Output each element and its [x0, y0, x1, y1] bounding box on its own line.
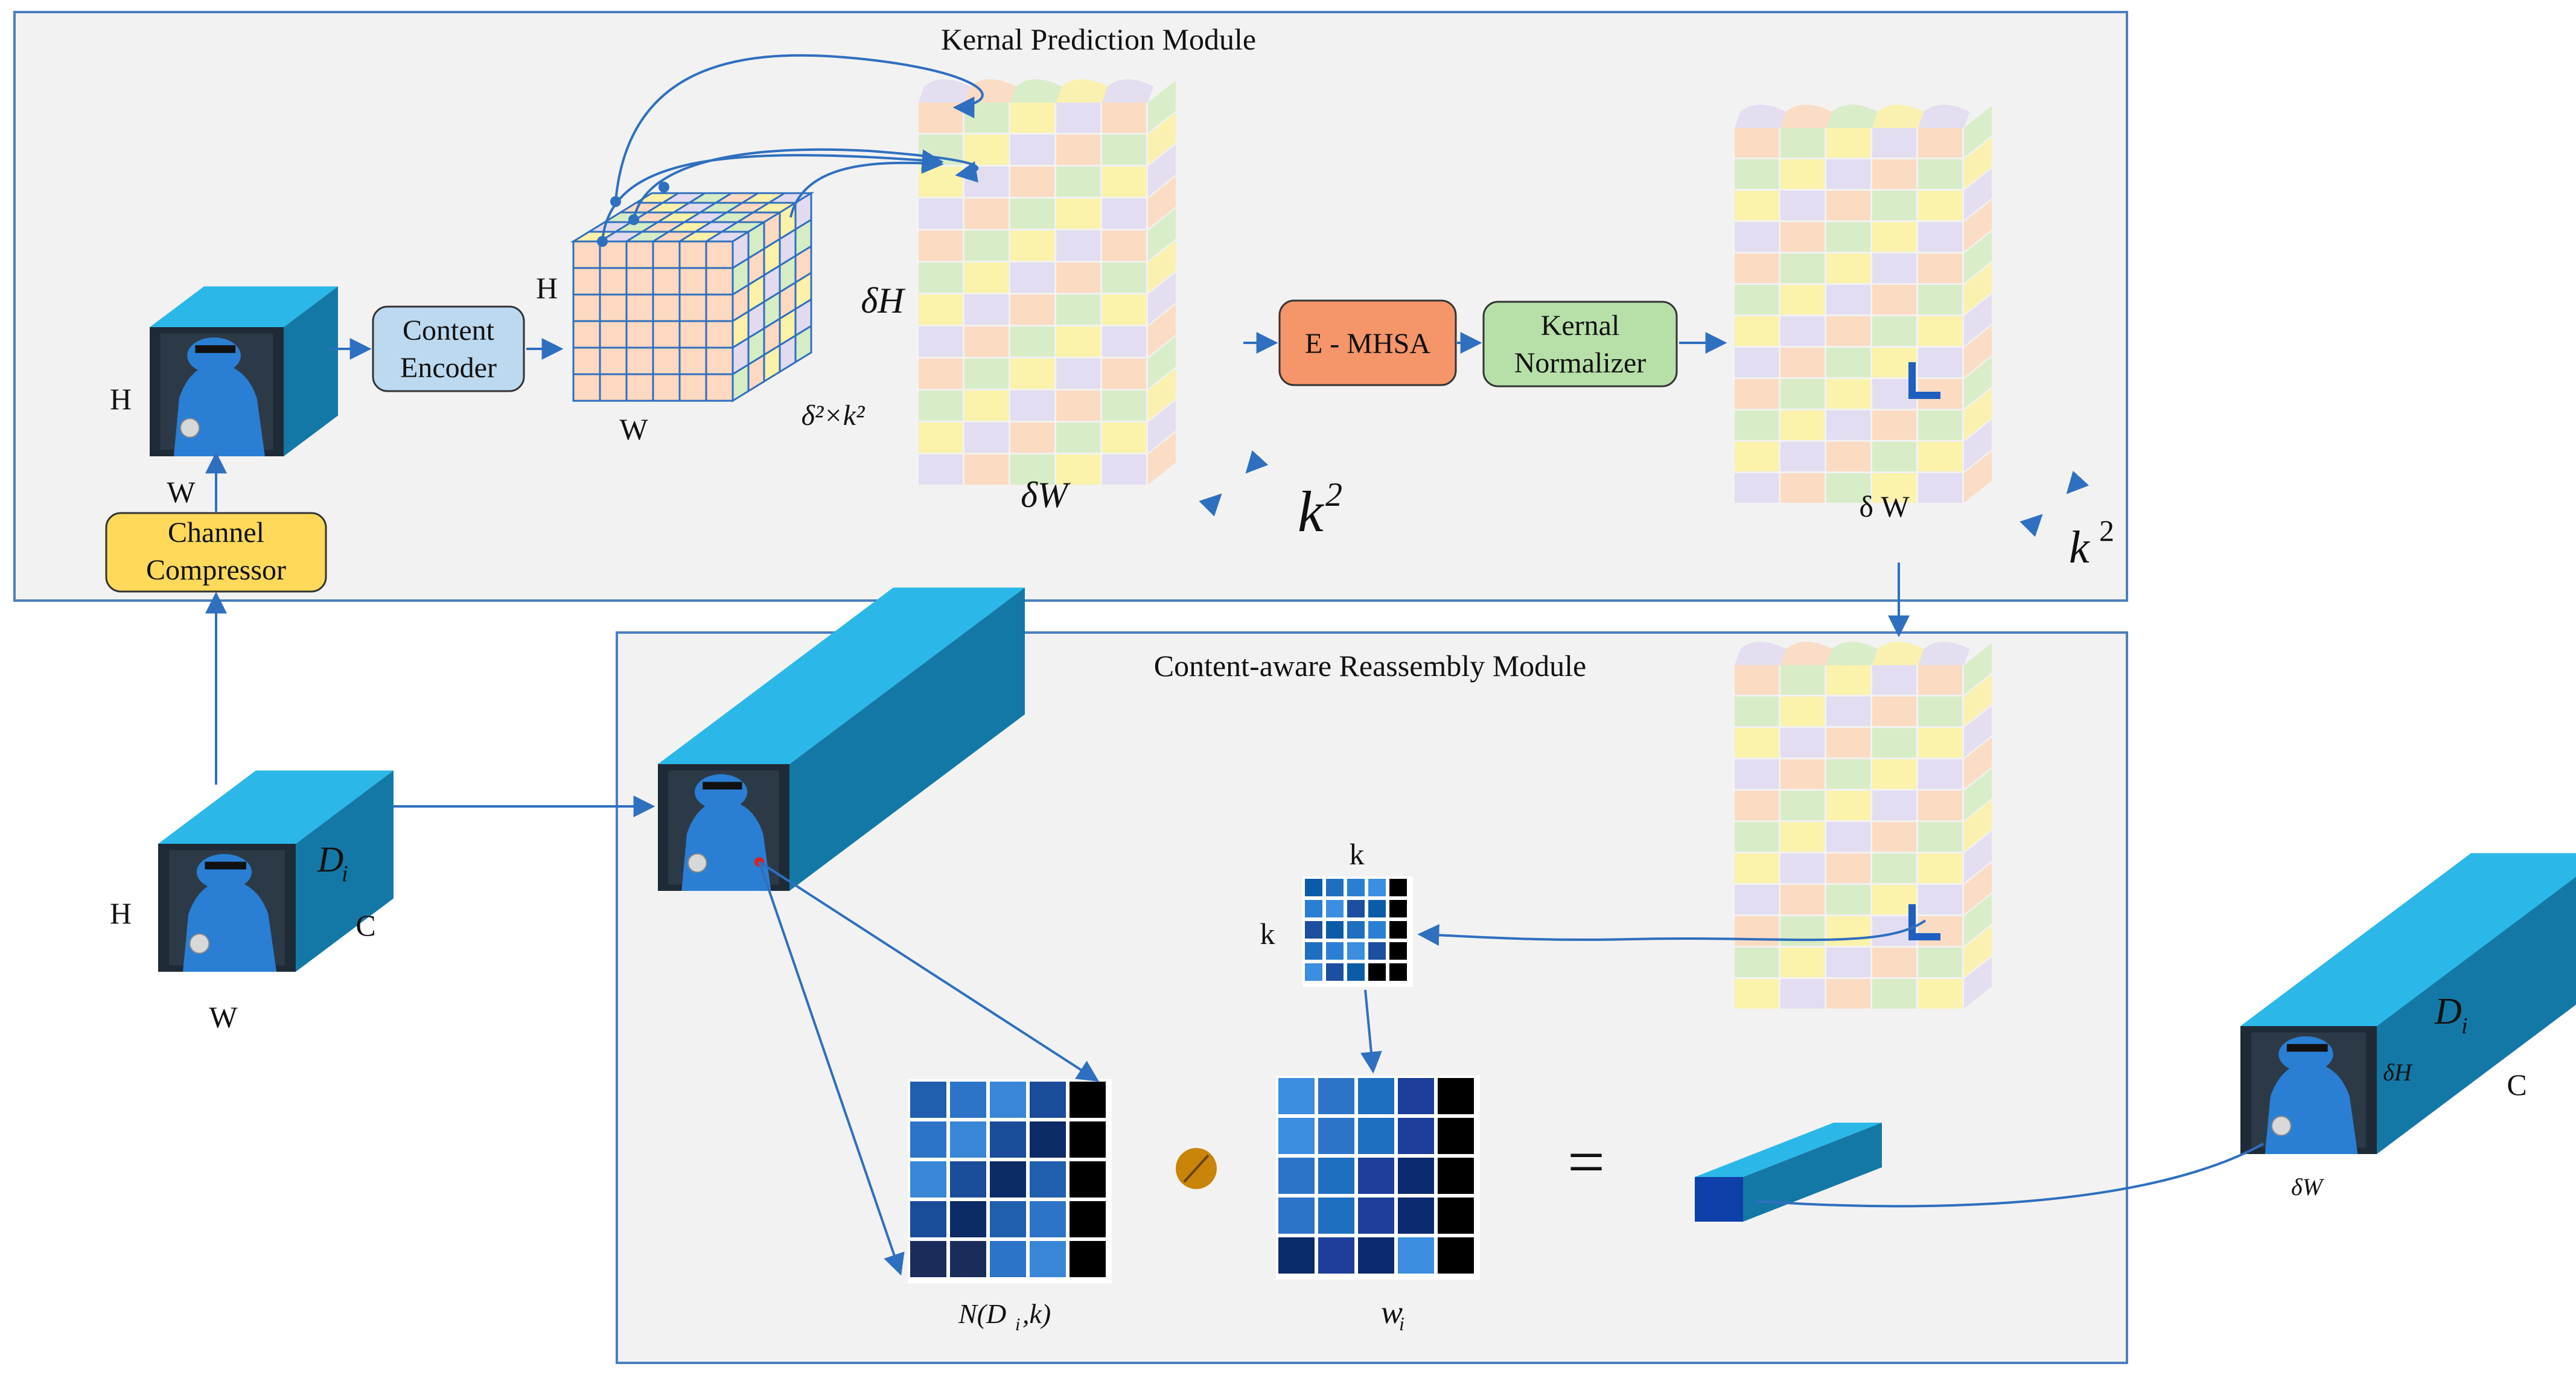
svg-text:i: i: [1399, 1313, 1404, 1335]
compressed-feature-cube-photo: [150, 327, 284, 456]
equals-sign: =: [1567, 1125, 1605, 1199]
encoded-grid-cube: [570, 191, 815, 403]
label-deltaH-output: δH: [2383, 1059, 2413, 1086]
label-deltaH: δH: [861, 281, 906, 321]
svg-text:i: i: [2461, 1013, 2468, 1039]
svg-text:N(D: N(D: [958, 1298, 1006, 1329]
svg-text:,k): ,k): [1022, 1298, 1051, 1329]
small-kernel-matrix: [1302, 876, 1413, 987]
kernel-normalizer-line2: Normalizer: [1514, 347, 1647, 379]
label-H-encoded: H: [536, 271, 558, 305]
predicted-kernel-map: [919, 79, 1176, 485]
label-H-input: H: [110, 896, 132, 930]
kernel-prediction-title: Kernal Prediction Module: [941, 22, 1256, 56]
label-C-output: C: [2507, 1068, 2527, 1102]
reassembly-title: Content-aware Reassembly Module: [1154, 649, 1586, 683]
label-kernel-depth: δ²×k²: [802, 400, 866, 432]
output-feature-cube-photo: [2240, 1026, 2377, 1154]
multiply-operator-icon: [1176, 1148, 1217, 1189]
label-weights: w i: [1381, 1294, 1404, 1335]
label-deltaW: δW: [1021, 475, 1071, 515]
svg-text:D: D: [317, 840, 343, 879]
content-encoder-line1: Content: [403, 314, 495, 346]
channel-compressor-line1: Channel: [168, 517, 264, 549]
kernel-normalizer-line1: Kernal: [1541, 310, 1620, 342]
svg-text:w: w: [1381, 1294, 1403, 1330]
emhsa-block: E - MHSA: [1278, 299, 1457, 386]
label-W-compressed: W: [167, 475, 196, 509]
svg-text:2: 2: [1325, 476, 1342, 514]
svg-text:D: D: [2434, 991, 2462, 1032]
content-encoder-line2: Encoder: [400, 352, 497, 384]
channel-compressor-block: Channel Compressor: [105, 512, 327, 593]
svg-text:k: k: [1298, 479, 1325, 544]
label-neighborhood: N(D i ,k): [958, 1298, 1051, 1335]
output-feature-column: [1695, 1123, 1882, 1222]
kernel-selection-mark-lower: [1908, 904, 1940, 940]
reassembly-input-cube-photo: [658, 764, 789, 891]
label-Di-output: D i: [2434, 991, 2468, 1039]
label-k2-normalized: k 2: [2069, 514, 2114, 573]
svg-text:k: k: [2069, 522, 2090, 573]
label-H-compressed: H: [110, 382, 132, 416]
label-k-left: k: [1260, 917, 1275, 951]
neighborhood-matrix: [908, 1079, 1112, 1283]
label-deltaW-normalized: δ W: [1859, 490, 1910, 523]
label-C-input: C: [355, 908, 375, 942]
weight-matrix: [1276, 1076, 1480, 1280]
label-k2-predicted: k 2: [1298, 476, 1342, 544]
label-deltaW-output: δW: [2291, 1173, 2325, 1201]
input-feature-cube-photo: [158, 844, 296, 972]
svg-text:i: i: [342, 861, 348, 887]
reassembly-kernel-map: [1735, 642, 1992, 1009]
channel-compressor-line2: Compressor: [146, 554, 286, 586]
normalized-kernel-map: [1735, 104, 1992, 503]
connection-arrows: [205, 54, 2264, 1276]
label-Di-input: D i: [317, 840, 348, 887]
label-k-top: k: [1350, 837, 1365, 871]
label-W-encoded: W: [619, 412, 648, 446]
output-feature-cube: [2240, 853, 2576, 1154]
svg-text:i: i: [1015, 1315, 1020, 1335]
cube-dots: [597, 182, 669, 247]
reassembly-input-cube: [658, 587, 1025, 891]
kernel-selection-mark: [1908, 362, 1940, 399]
kernel-normalizer-block: Kernal Normalizer: [1482, 301, 1678, 388]
emhsa-label: E - MHSA: [1305, 328, 1430, 360]
svg-text:2: 2: [2099, 514, 2114, 547]
label-W-input: W: [209, 1000, 238, 1034]
input-feature-cube: [158, 770, 394, 972]
compressed-feature-cube: [150, 286, 338, 456]
content-encoder-block: Content Encoder: [372, 305, 525, 392]
